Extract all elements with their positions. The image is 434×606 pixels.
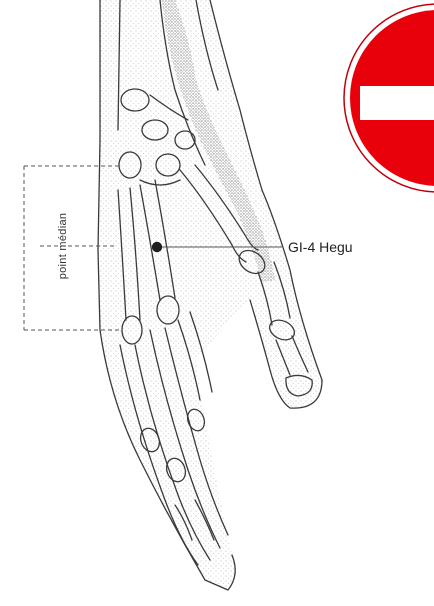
no-entry-sign-icon bbox=[344, 4, 434, 192]
hand-skin bbox=[98, 0, 322, 590]
hand-drawing bbox=[98, 0, 322, 590]
acupoint-dot bbox=[152, 242, 162, 252]
point-median-label: point médian bbox=[57, 213, 69, 280]
acupoint-label: GI-4 Hegu bbox=[288, 239, 353, 255]
sign-bar bbox=[360, 86, 434, 120]
